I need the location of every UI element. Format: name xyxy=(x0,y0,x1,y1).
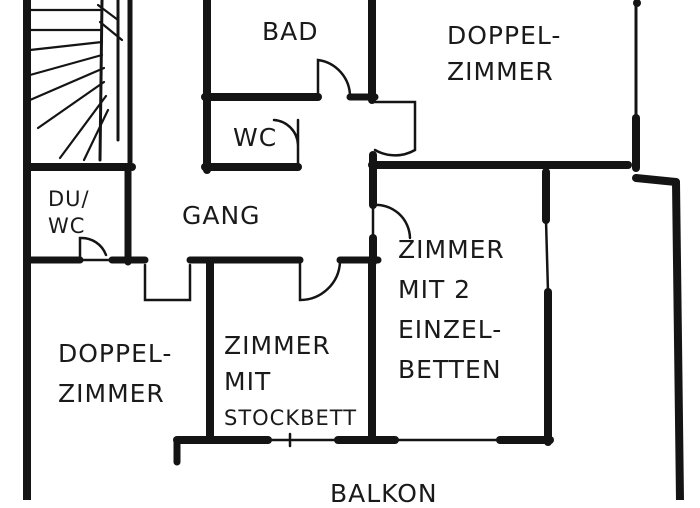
einzelbetten-window xyxy=(544,218,550,294)
room-label-du-wc-line1: DU/ xyxy=(48,187,90,211)
room-label-balkon: BALKON xyxy=(330,480,438,508)
room-label-zimmer-einzelbetten: ZIMMER MIT 2 EINZEL- BETTEN xyxy=(398,230,505,390)
room-label-zimmer-einzelbetten-line2: MIT 2 xyxy=(398,275,472,304)
room-label-zimmer-stockbett: ZIMMER MIT STOCKBETT xyxy=(224,328,357,436)
room-label-doppelzimmer-left-line2: ZIMMER xyxy=(58,379,165,408)
room-label-doppelzimmer-top-line2: ZIMMER xyxy=(447,57,554,86)
door-doppelzimmer-left xyxy=(143,263,192,302)
walls xyxy=(23,0,684,500)
room-label-doppelzimmer-top: DOPPEL- ZIMMER xyxy=(447,18,561,90)
room-label-doppelzimmer-top-line1: DOPPEL- xyxy=(447,21,562,50)
door-wc xyxy=(272,118,300,169)
window-marker xyxy=(633,0,641,7)
room-label-wc-line1: WC xyxy=(233,123,278,152)
outer-wall-right xyxy=(672,178,684,500)
room-label-zimmer-einzelbetten-line4: BETTEN xyxy=(398,355,502,384)
door-einzelbetten xyxy=(371,203,412,240)
thin-lines xyxy=(28,0,641,448)
room-label-gang: GANG xyxy=(182,202,261,230)
room-label-balkon-line1: BALKON xyxy=(330,479,438,508)
room-label-zimmer-stockbett-line3: STOCKBETT xyxy=(224,406,358,430)
stair-stringer xyxy=(98,0,104,162)
room-label-wc: WC xyxy=(233,124,277,152)
room-label-du-wc-line2: WC xyxy=(48,214,86,238)
room-label-gang-line1: GANG xyxy=(182,201,261,230)
room-label-bad-line1: BAD xyxy=(262,17,319,46)
door-du-wc xyxy=(78,236,114,262)
room-label-bad: BAD xyxy=(262,18,319,46)
room-label-zimmer-stockbett-line2: MIT xyxy=(224,367,272,396)
stair-treads xyxy=(28,3,124,162)
door-bad xyxy=(316,58,352,99)
door-stockbett xyxy=(298,260,342,302)
room-label-doppelzimmer-left: DOPPEL- ZIMMER xyxy=(58,334,172,414)
room-label-doppelzimmer-left-line1: DOPPEL- xyxy=(58,339,173,368)
outer-wall-right-step xyxy=(632,174,680,186)
room-label-du-wc: DU/ WC xyxy=(48,186,90,240)
room-label-zimmer-einzelbetten-line1: ZIMMER xyxy=(398,235,505,264)
room-label-zimmer-einzelbetten-line3: EINZEL- xyxy=(398,315,503,344)
door-doppelzimmer-top xyxy=(373,100,417,157)
room-label-zimmer-stockbett-line1: ZIMMER xyxy=(224,331,331,360)
